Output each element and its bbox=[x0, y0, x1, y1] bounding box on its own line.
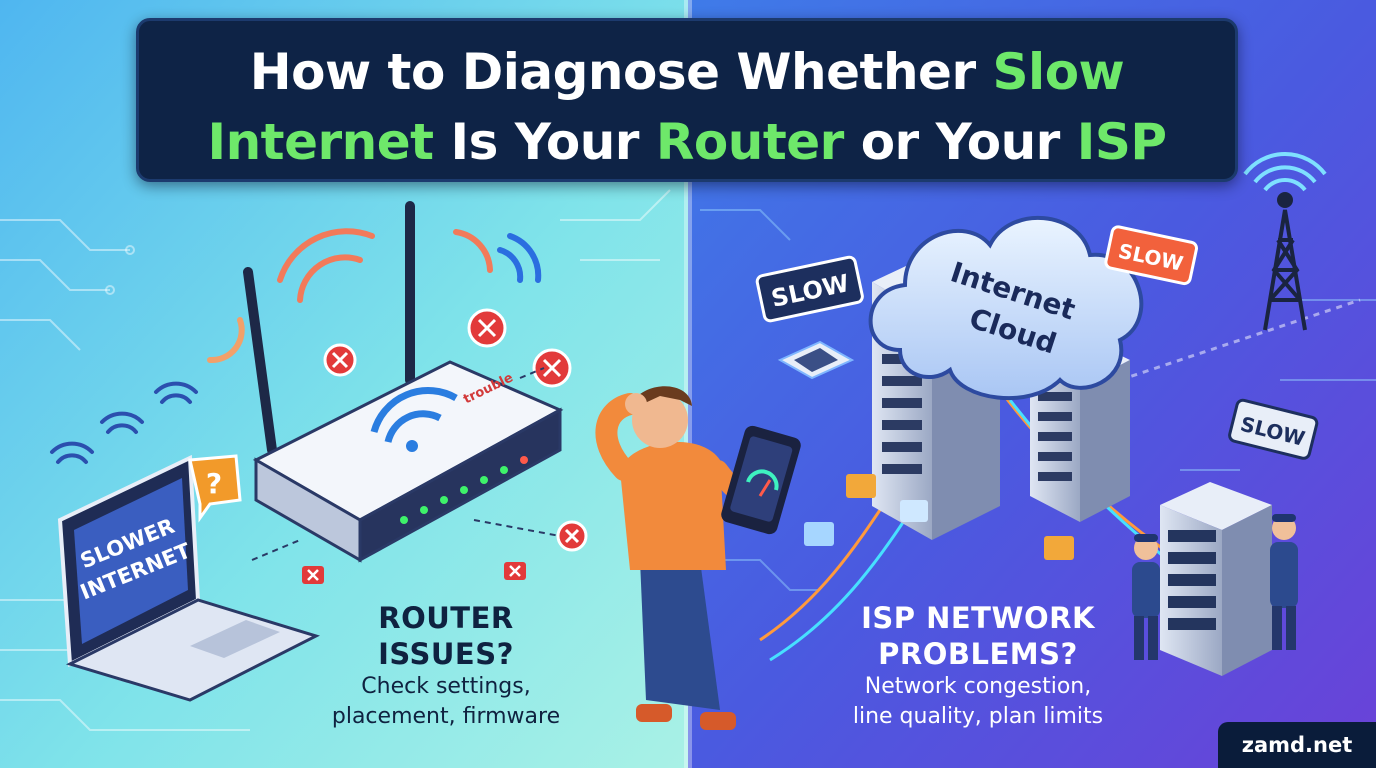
error-x-icon-2 bbox=[467, 308, 507, 348]
laptop-icon: SLOWER INTERNET bbox=[57, 454, 320, 702]
question-mark-label: ? bbox=[206, 467, 222, 500]
isp-problems-heading-line2: PROBLEMS? bbox=[878, 637, 1078, 671]
title-highlight-isp: ISP bbox=[1076, 113, 1167, 171]
error-x-icon-6 bbox=[504, 562, 526, 580]
cell-tower-icon bbox=[1263, 192, 1307, 331]
title-line-2: Internet Is Your Router or Your ISP bbox=[139, 113, 1235, 171]
technician-figure-right bbox=[1270, 514, 1298, 650]
tower-signal-icon bbox=[1243, 152, 1327, 192]
laptop-wifi-signal-icons bbox=[50, 381, 198, 464]
center-divider-glow bbox=[684, 0, 692, 768]
question-badge-icon: ? bbox=[188, 454, 242, 523]
title-highlight-router: Router bbox=[655, 113, 844, 171]
circuit-lines-right bbox=[700, 209, 1376, 591]
smartphone-speedtest-icon bbox=[721, 425, 801, 535]
internet-cloud-icon: Internet Cloud bbox=[868, 215, 1144, 401]
router-issues-desc-line1: Check settings, bbox=[361, 674, 531, 699]
isp-problems-desc-line1: Network congestion, bbox=[864, 674, 1092, 699]
slow-tag-1: SLOW bbox=[755, 255, 864, 323]
slow-tag-2: SLOW bbox=[1104, 225, 1198, 286]
network-chip-icon bbox=[777, 340, 855, 380]
title-text-2: Is Your bbox=[433, 113, 656, 171]
isp-problems-desc-line2: line quality, plan limits bbox=[852, 704, 1104, 729]
router-antenna-left bbox=[243, 267, 277, 455]
data-folder-icons bbox=[804, 474, 1074, 560]
site-brand-watermark: zamd.net bbox=[1218, 722, 1376, 768]
technician-figure-left bbox=[1132, 534, 1160, 660]
router-issues-heading-line1: ROUTER bbox=[378, 601, 514, 635]
title-banner: How to Diagnose Whether Slow Internet Is… bbox=[136, 18, 1238, 182]
error-x-icon-4 bbox=[556, 520, 588, 552]
isp-problems-caption: ISP NETWORK PROBLEMS? Network congestion… bbox=[808, 600, 1148, 732]
error-x-icon-1 bbox=[323, 343, 357, 377]
title-text-3: or Your bbox=[843, 113, 1077, 171]
error-x-icon-3 bbox=[532, 348, 572, 388]
title-line-1: How to Diagnose Whether Slow bbox=[139, 43, 1235, 101]
router-wifi-signal-icon bbox=[207, 228, 542, 364]
signal-dashed-lines bbox=[251, 367, 561, 561]
data-center-rack bbox=[1160, 482, 1272, 676]
title-highlight-internet: Internet bbox=[207, 113, 434, 171]
router-issues-heading-line2: ISSUES? bbox=[378, 637, 514, 671]
title-highlight-slow: Slow bbox=[992, 43, 1125, 101]
error-x-icon-5 bbox=[302, 566, 324, 584]
title-text-1: How to Diagnose Whether bbox=[249, 43, 993, 101]
slow-tag-3: SLOW bbox=[1228, 398, 1319, 460]
router-issues-desc-line2: placement, firmware bbox=[331, 704, 561, 729]
confused-person-figure bbox=[595, 386, 780, 730]
isp-problems-heading-line1: ISP NETWORK bbox=[861, 601, 1095, 635]
router-issues-caption: ROUTER ISSUES? Check settings, placement… bbox=[296, 600, 596, 732]
